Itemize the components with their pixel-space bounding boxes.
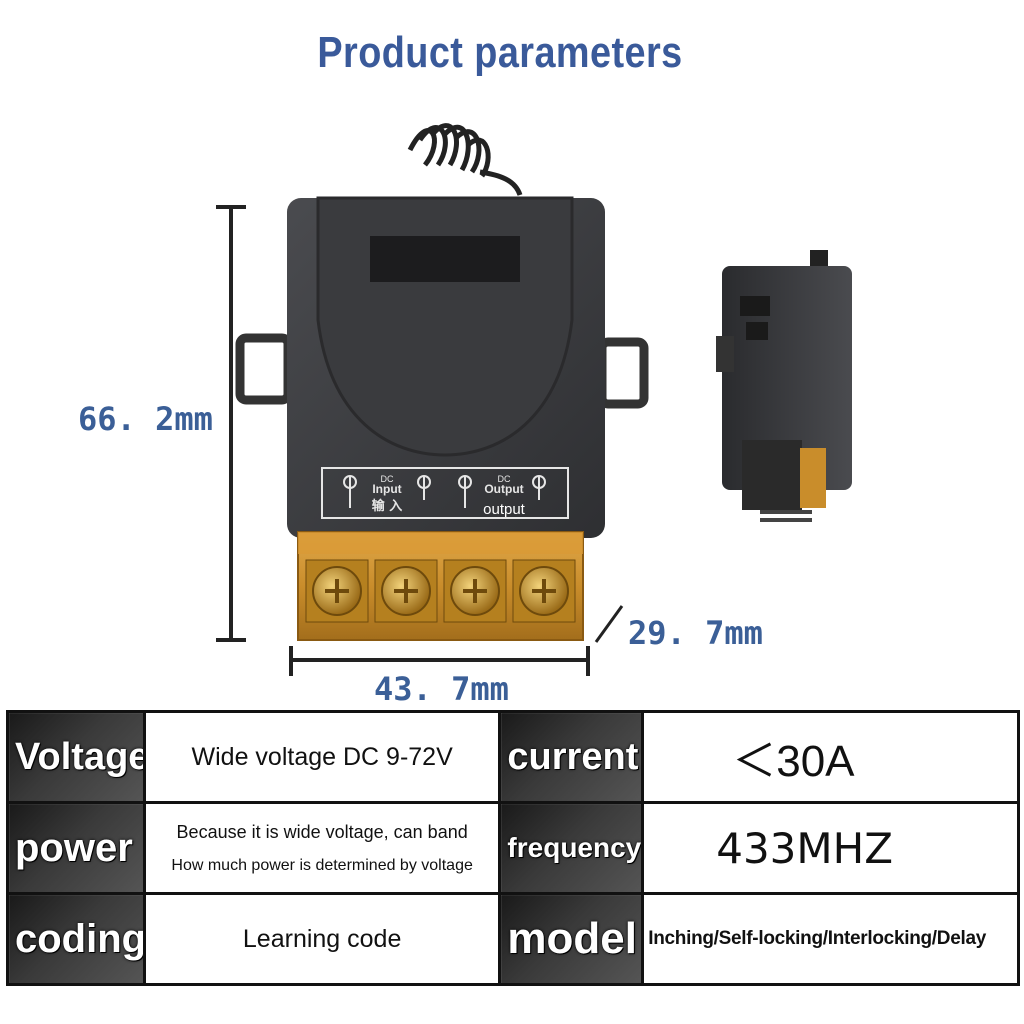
voltage-value: Wide voltage DC 9-72V (191, 742, 453, 771)
terminal-screws (305, 559, 576, 623)
coding-label-cell: coding (6, 892, 146, 986)
side-view (716, 250, 852, 522)
power-label: power (15, 825, 133, 870)
dc-input-label: Input (372, 482, 401, 496)
product-illustration: DC Input 输 入 DC Output output (216, 123, 852, 676)
model-value-cell: Inching/Self-locking/Interlocking/Delay (641, 892, 1020, 986)
voltage-value-cell: Wide voltage DC 9-72V (142, 710, 502, 804)
terminal-symbols (343, 475, 546, 508)
model-value: Inching/Self-locking/Interlocking/Delay (648, 928, 986, 949)
antenna-coil (407, 123, 523, 196)
dc-input-top-label: DC (381, 474, 394, 484)
current-label-cell: current (498, 710, 645, 804)
dc-output-label: Output (484, 482, 523, 496)
label-window (370, 236, 520, 282)
mount-ear-right (597, 337, 649, 409)
frequency-label: frequency (507, 832, 642, 863)
dc-input-cn-label: 输 入 (372, 498, 403, 514)
width-dimension-label: 43. 7mm (374, 670, 509, 708)
output-overlay-label: output (483, 501, 526, 518)
spec-table: Voltage Wide voltage DC 9-72V current ＜3… (6, 710, 1020, 986)
depth-dimension-label: 29. 7mm (628, 614, 763, 652)
model-label-cell: model (498, 892, 645, 986)
power-value-cell: Because it is wide voltage, can band How… (142, 801, 502, 895)
height-dimension-label: 66. 2mm (78, 400, 213, 438)
table-row: Voltage Wide voltage DC 9-72V current ＜3… (6, 710, 1020, 804)
power-label-cell: power (6, 801, 146, 895)
table-row: coding Learning code model Inching/Self-… (6, 892, 1020, 986)
power-value-line2: How much power is determined by voltage (171, 856, 473, 874)
terminal-label-plate (321, 467, 569, 519)
current-value-cell: ＜30A (641, 710, 1020, 804)
frequency-label-cell: frequency (498, 801, 645, 895)
current-value: ＜30A (732, 737, 855, 786)
power-value-line1: Because it is wide voltage, can band (176, 821, 468, 842)
frequency-value: 433MHZ (716, 823, 893, 873)
dc-output-top-label: DC (498, 474, 511, 484)
coding-value-cell: Learning code (142, 892, 502, 986)
table-row: power Because it is wide voltage, can ba… (6, 801, 1020, 895)
voltage-label-cell: Voltage (6, 710, 146, 804)
mount-ear-left (235, 333, 293, 405)
current-label: current (507, 735, 639, 778)
coding-label: coding (15, 916, 145, 961)
dimension-lines (216, 205, 624, 676)
voltage-label: Voltage (15, 735, 145, 778)
frequency-value-cell: 433MHZ (641, 801, 1020, 895)
page-title: Product parameters (317, 28, 683, 77)
coding-value: Learning code (242, 924, 402, 953)
model-label: model (507, 914, 637, 963)
